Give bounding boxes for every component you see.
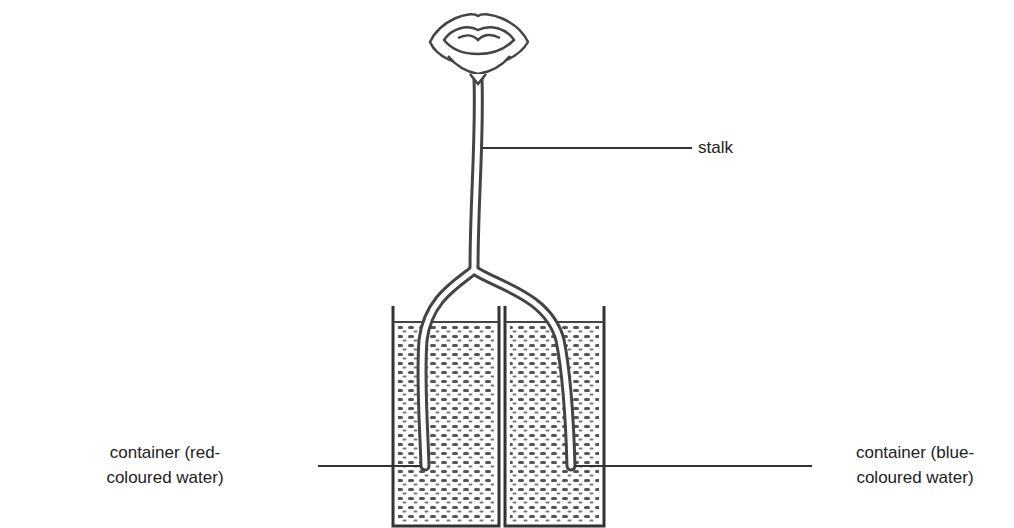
- container-red: [393, 306, 499, 526]
- leader-line: [318, 148, 812, 466]
- container-label: container (blue-coloured water): [832, 441, 999, 490]
- container-label: container (red-coloured water): [85, 441, 245, 490]
- part-label: stalk: [698, 136, 733, 161]
- stalk: [422, 78, 571, 466]
- flower: [430, 14, 528, 84]
